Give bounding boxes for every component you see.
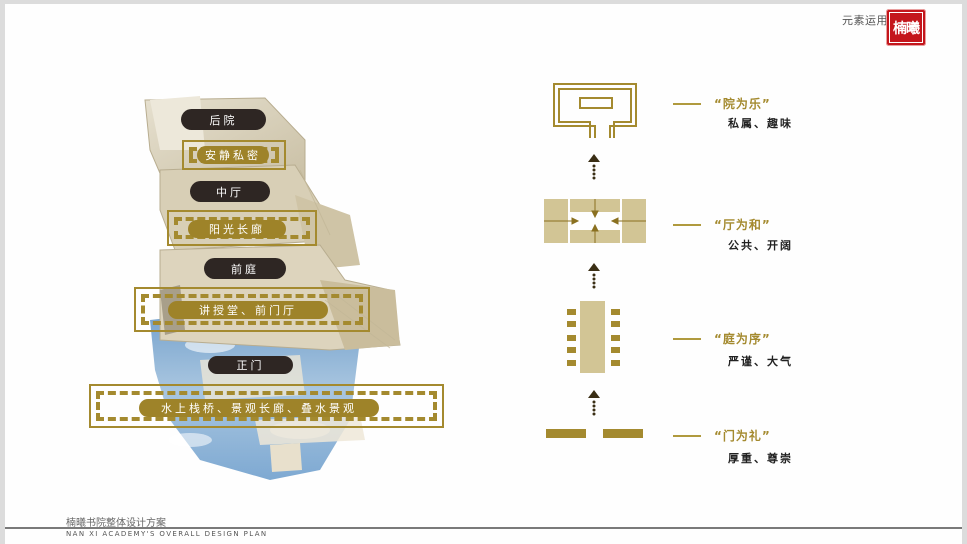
courtyard-plan-icon bbox=[553, 83, 637, 138]
principle-desc-court: 严谨、大气 bbox=[728, 355, 793, 368]
label-front-court: 前庭 bbox=[204, 258, 286, 279]
label-back-courtyard: 后院 bbox=[181, 109, 266, 130]
principle-quote-courtyard: “院为乐” bbox=[714, 97, 771, 111]
footer-title-en: Nan Xi Academy's overall design plan bbox=[66, 530, 268, 538]
up-arrow-icon bbox=[588, 390, 600, 416]
seal-text: 楠曦 bbox=[889, 12, 923, 43]
up-arrow-icon bbox=[588, 154, 600, 180]
principle-desc-courtyard: 私属、趣味 bbox=[728, 117, 793, 130]
footer-title-cn: 楠曦书院整体设计方案 bbox=[66, 518, 166, 529]
principle-desc-gate: 厚重、尊崇 bbox=[728, 452, 793, 465]
label-water-features: 水上栈桥、景观长廊、叠水景观 bbox=[139, 399, 379, 417]
label-lecture-hall: 讲授堂、前门厅 bbox=[168, 301, 328, 319]
principle-quote-court: “庭为序” bbox=[714, 332, 771, 346]
label-middle-hall: 中厅 bbox=[190, 181, 270, 202]
seal-logo: 楠曦 bbox=[886, 9, 926, 46]
water-features-frame bbox=[89, 384, 444, 428]
lecture-hall-frame bbox=[134, 287, 370, 332]
label-main-gate: 正门 bbox=[208, 356, 293, 374]
connector-line bbox=[673, 103, 701, 105]
gate-opening-icon bbox=[546, 429, 643, 438]
section-title: 元素运用 bbox=[842, 14, 888, 27]
building-illustration bbox=[144, 96, 401, 480]
hall-converge-icon bbox=[544, 199, 646, 243]
connector-line bbox=[673, 338, 701, 340]
label-sunlight-corridor: 阳光长廊 bbox=[188, 220, 286, 238]
connector-line bbox=[673, 224, 701, 226]
connector-line bbox=[673, 435, 701, 437]
up-arrow-icon bbox=[588, 263, 600, 289]
principle-quote-hall: “厅为和” bbox=[714, 218, 771, 232]
court-order-icon bbox=[567, 301, 620, 373]
principle-quote-gate: “门为礼” bbox=[714, 429, 771, 443]
footer-divider bbox=[5, 527, 962, 529]
principle-desc-hall: 公共、开阔 bbox=[728, 239, 793, 252]
label-quiet-private: 安静私密 bbox=[197, 146, 269, 164]
